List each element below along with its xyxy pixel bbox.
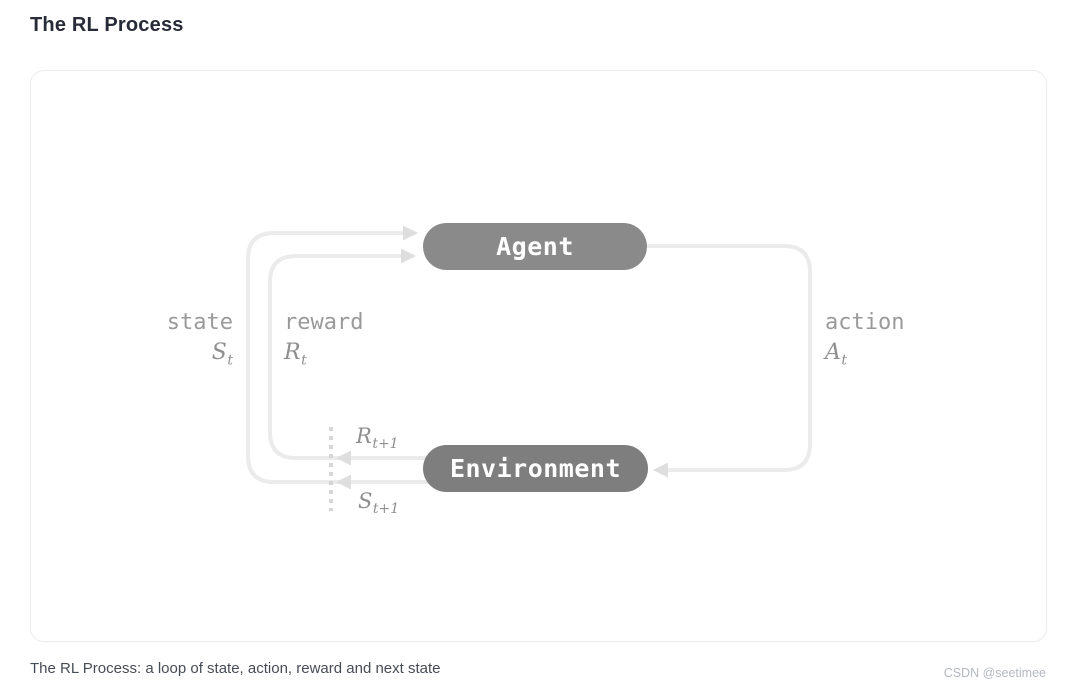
agent-node-label: Agent [496,232,574,261]
environment-node-label: Environment [449,454,622,483]
watermark: CSDN @seetimee [943,666,1046,680]
reward-symbol: Rt [284,340,307,369]
action-label: action At [825,308,904,368]
state-label: state St [113,308,233,368]
next-state-arrowhead [336,474,351,490]
next-reward-arrowhead [336,450,351,466]
page-title: The RL Process [30,14,184,36]
reward-word: reward [284,310,364,335]
action-symbol: At [825,340,848,369]
action-word: action [825,310,905,335]
state-symbol: St [211,340,233,369]
reward-loop-line [268,254,447,460]
next-reward-symbol: Rt+1 [356,424,399,453]
figure-caption: The RL Process: a loop of state, action,… [30,660,441,677]
action-arrowhead-into-environment [653,462,668,478]
agent-node: Agent [423,223,647,270]
reward-arrowhead-into-agent [401,248,416,264]
state-loop-line [246,231,447,484]
reward-label: reward Rt [284,308,363,368]
action-loop-line [638,244,812,472]
next-state-symbol: St+1 [358,489,400,518]
state-arrowhead-into-agent [403,225,418,241]
figure-card [30,70,1047,642]
environment-node: Environment [423,445,648,492]
state-word: state [166,310,233,335]
